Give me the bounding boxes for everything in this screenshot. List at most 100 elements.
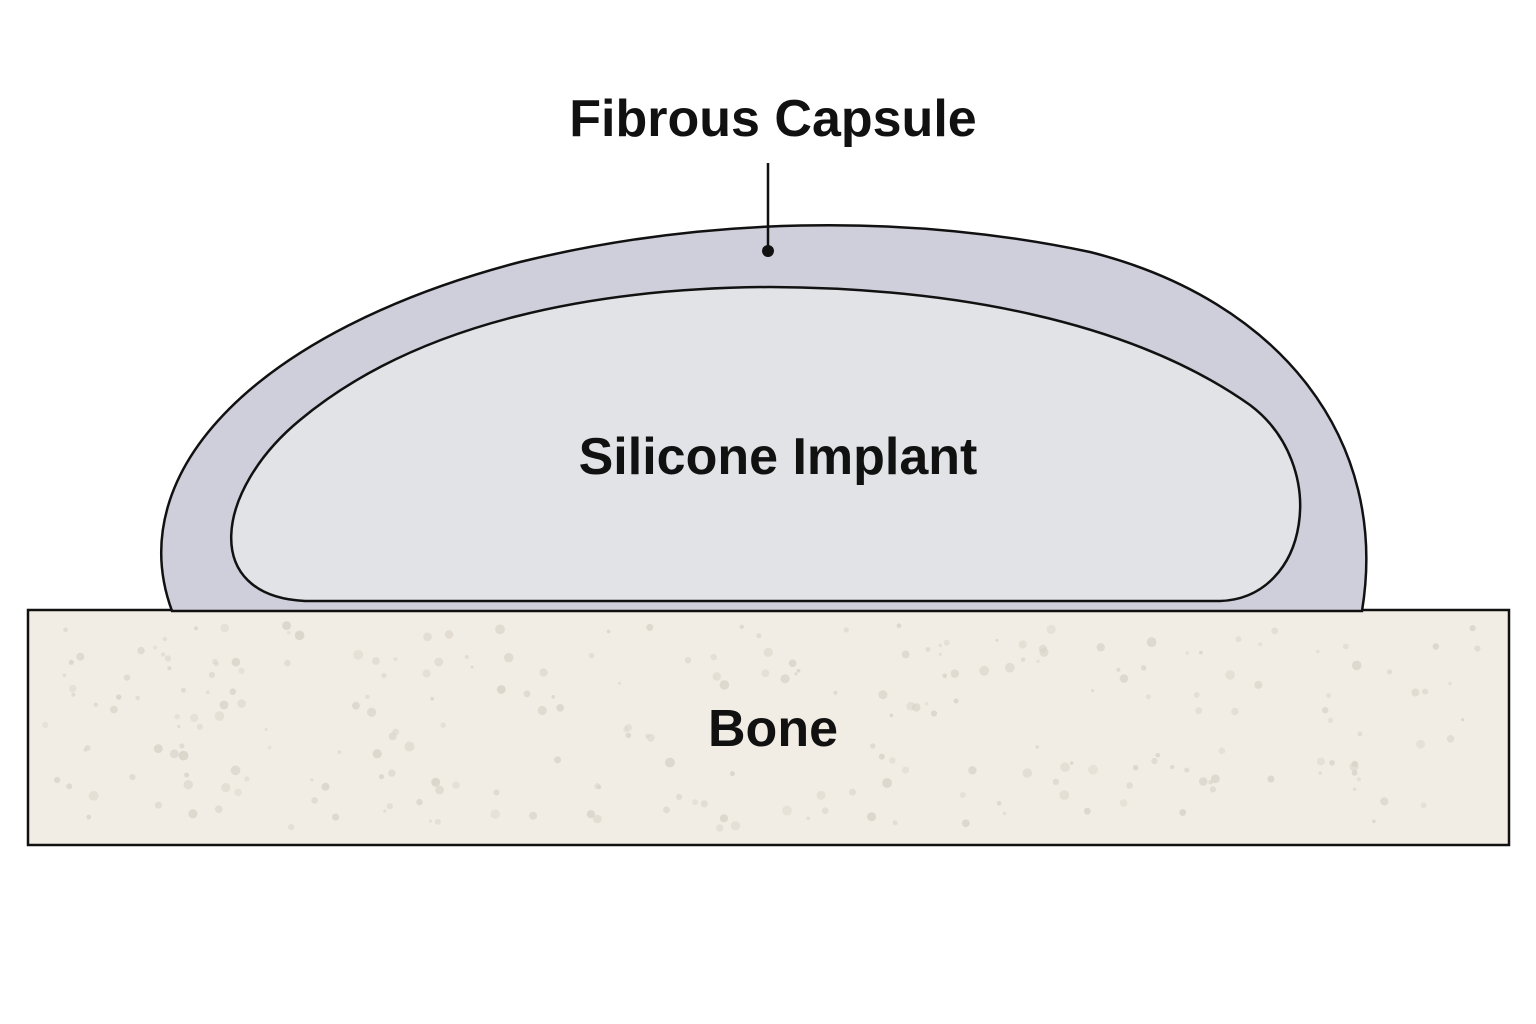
- bone-speckle: [1036, 659, 1040, 663]
- bone-speckle: [938, 643, 943, 648]
- bone-speckle: [1199, 777, 1208, 786]
- bone-speckle: [434, 657, 444, 667]
- bone-speckle: [1372, 819, 1376, 824]
- bone-speckle: [388, 732, 397, 741]
- bone-speckle: [193, 626, 199, 631]
- bone-speckle: [593, 814, 602, 824]
- bone-speckle: [1133, 765, 1139, 771]
- bone-speckle: [180, 687, 186, 693]
- bone-speckle: [386, 803, 393, 810]
- bone-speckle: [178, 750, 189, 761]
- bone-speckle: [229, 688, 237, 695]
- bone-speckle: [1411, 688, 1420, 697]
- bone-speckle: [715, 824, 724, 832]
- bone-speckle: [161, 652, 166, 657]
- bone-speckle: [116, 694, 122, 700]
- bone-speckle: [788, 659, 797, 668]
- bone-speckle: [1351, 660, 1362, 671]
- bone-speckle: [968, 766, 977, 775]
- bone-speckle: [523, 690, 531, 698]
- bone-speckle: [352, 701, 360, 710]
- bone-speckle: [692, 799, 699, 806]
- bone-speckle: [188, 809, 198, 819]
- bone-speckle: [1356, 777, 1361, 782]
- bone-speckle: [867, 812, 877, 822]
- bone-speckle: [267, 745, 272, 750]
- bone-speckle: [190, 713, 199, 723]
- bone-speckle: [372, 749, 382, 759]
- bone-speckle: [76, 652, 85, 661]
- bone-speckle: [624, 724, 632, 732]
- bone-speckle: [367, 707, 377, 717]
- bone-speckle: [470, 665, 474, 669]
- bone-speckle: [924, 702, 929, 706]
- bone-speckle: [264, 728, 268, 731]
- bone-speckle: [69, 684, 77, 693]
- bone-speckle: [63, 627, 68, 633]
- bone-speckle: [495, 624, 505, 635]
- capsule-label: Fibrous Capsule: [569, 90, 976, 148]
- bone-speckle: [756, 633, 762, 639]
- bone-speckle: [179, 743, 185, 749]
- bone-speckle: [110, 705, 118, 714]
- bone-speckle: [294, 630, 305, 641]
- bone-speckle: [1225, 670, 1235, 680]
- bone-speckle: [1316, 757, 1325, 766]
- bone-speckle: [230, 765, 241, 776]
- bone-speckle: [763, 647, 773, 658]
- bone-speckle: [730, 821, 741, 831]
- bone-speckle: [332, 813, 340, 821]
- bone-speckle: [1235, 636, 1242, 643]
- bone-speckle: [712, 672, 721, 681]
- bone-speckle: [135, 695, 140, 701]
- bone-speckle: [337, 750, 342, 755]
- capsule-leader-dot: [762, 245, 774, 257]
- bone-speckle: [167, 666, 172, 671]
- bone-speckle: [1116, 667, 1121, 672]
- bone-speckle: [221, 783, 231, 793]
- bone-speckle: [286, 630, 291, 635]
- bone-speckle: [1002, 811, 1007, 816]
- bone-speckle: [1185, 650, 1190, 656]
- bone-speckle: [1357, 731, 1363, 737]
- bone-speckle: [353, 650, 364, 660]
- bone-speckle: [1352, 787, 1357, 791]
- bone-speckle: [889, 757, 896, 764]
- bone-speckle: [950, 669, 959, 678]
- bone-speckle: [1096, 643, 1105, 652]
- bone-speckle: [901, 766, 910, 774]
- bone-speckle: [1461, 718, 1465, 722]
- bone-speckle: [1326, 693, 1331, 698]
- bone-speckle: [422, 669, 431, 678]
- bone-speckle: [365, 694, 370, 699]
- implant-label: Silicone Implant: [579, 428, 978, 486]
- bone-speckle: [288, 824, 295, 831]
- bone-speckle: [123, 674, 131, 681]
- bone-speckle: [953, 698, 959, 704]
- bone-speckle: [88, 790, 99, 801]
- bone-texture: [42, 621, 1481, 832]
- bone-speckle: [1349, 762, 1359, 772]
- bone-speckle: [431, 777, 441, 787]
- bone-speckle: [93, 702, 98, 707]
- bone-speckle: [1059, 790, 1070, 800]
- bone-speckle: [444, 630, 454, 639]
- bone-speckle: [1271, 627, 1279, 635]
- bone-speckle: [214, 711, 225, 721]
- bone-speckle: [930, 710, 938, 717]
- bone-speckle: [238, 667, 245, 675]
- bone-speckle: [529, 811, 538, 820]
- bone-speckle: [1119, 674, 1129, 683]
- bone-speckle: [66, 783, 73, 790]
- bone-speckle: [430, 696, 435, 701]
- bone-speckle: [184, 772, 190, 778]
- bone-speckle: [1126, 782, 1133, 789]
- bone-speckle: [796, 668, 801, 673]
- bone-speckle: [606, 629, 611, 634]
- bone-speckle: [1060, 762, 1070, 772]
- bone-speckle: [321, 782, 330, 791]
- bone-speckle: [979, 665, 990, 676]
- bone-speckle: [372, 657, 380, 665]
- bone-speckle: [821, 807, 829, 814]
- bone-speckle: [1422, 688, 1429, 695]
